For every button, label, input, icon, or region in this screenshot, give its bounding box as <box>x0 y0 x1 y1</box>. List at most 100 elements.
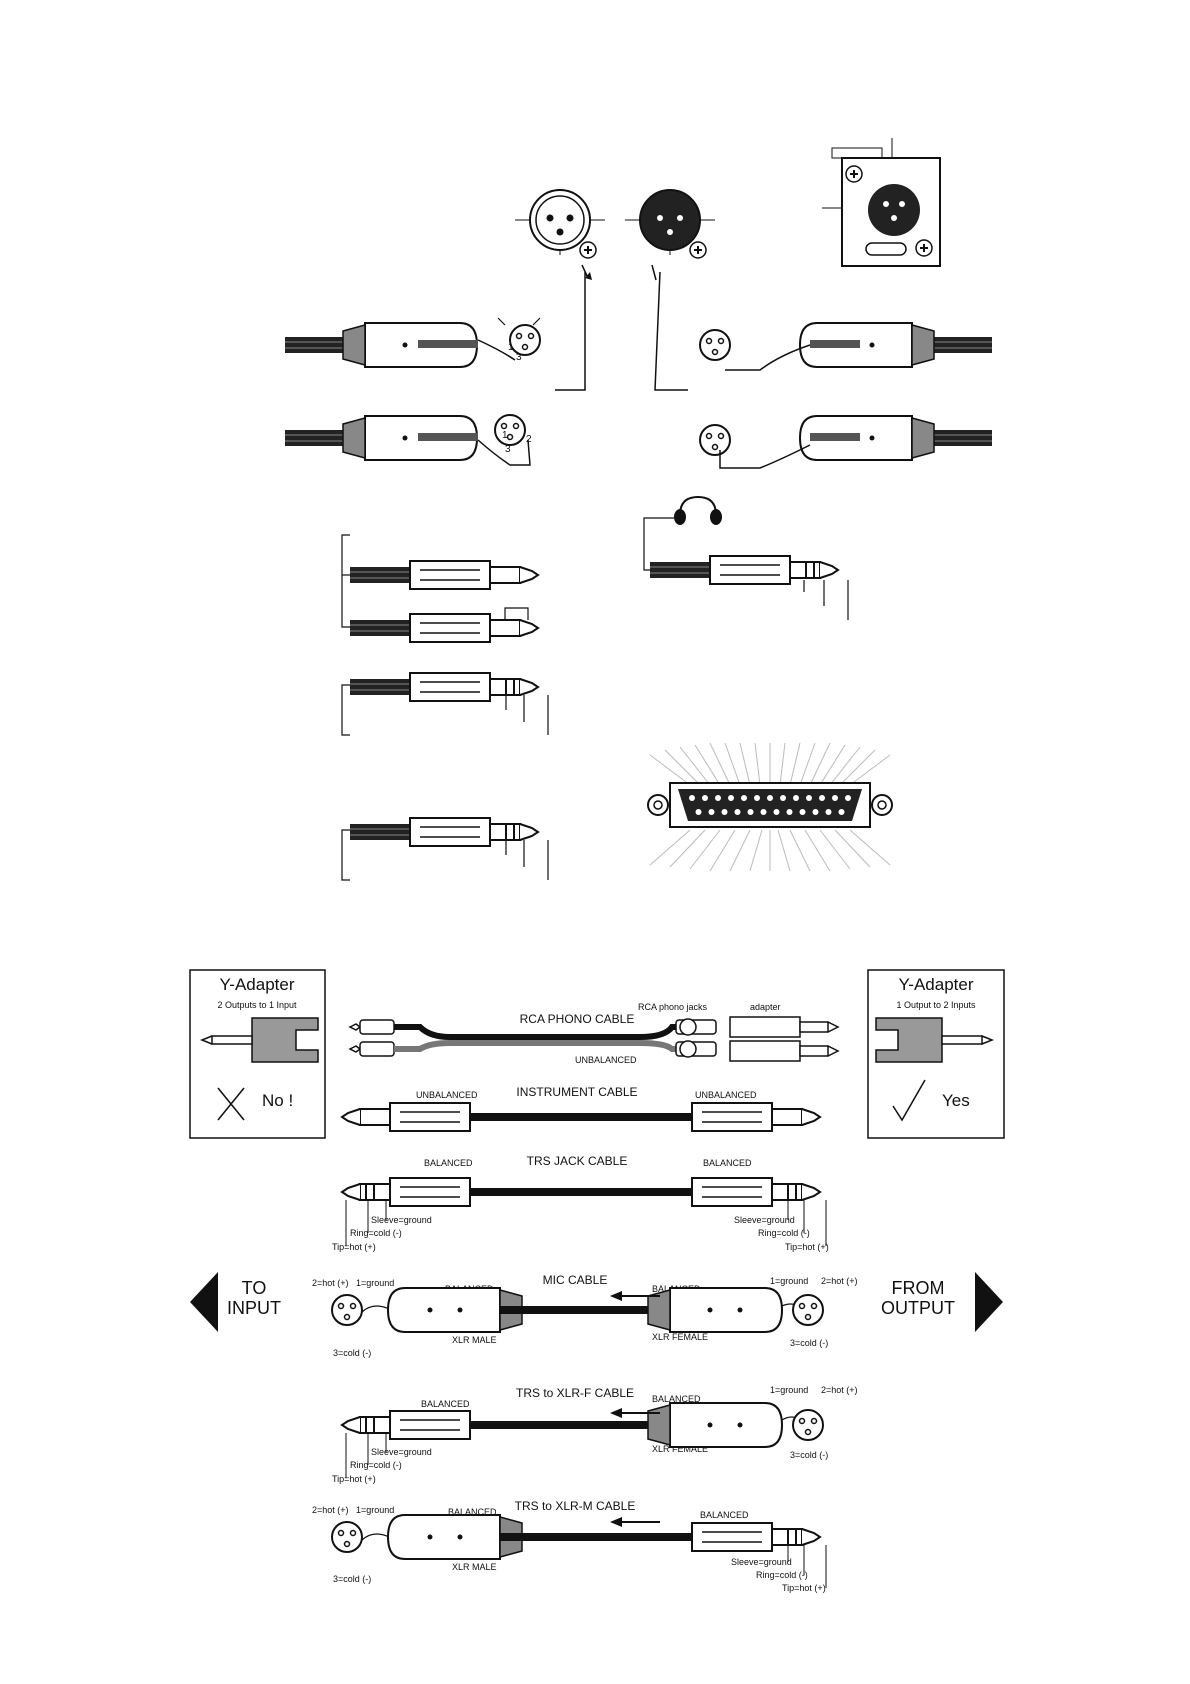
cable-end-label: BALANCED <box>652 1394 701 1404</box>
cable-title: MIC CABLE <box>543 1273 608 1287</box>
to-input-line2: INPUT <box>227 1298 281 1318</box>
tip-label: Tip=hot (+) <box>332 1242 376 1252</box>
pin-number: 1 <box>508 342 514 353</box>
sleeve-label: Sleeve=ground <box>371 1215 432 1225</box>
adapter-label: adapter <box>750 1002 781 1012</box>
dsub-pin <box>786 809 793 815</box>
rca-phono-cable: RCA PHONO CABLE RCA phono jacks adapter … <box>348 1002 840 1065</box>
cable-end-label: UNBALANCED <box>695 1090 757 1100</box>
cross-icon <box>217 1087 245 1121</box>
cable-end-label: BALANCED <box>421 1399 470 1409</box>
sleeve-label: Sleeve=ground <box>371 1447 432 1457</box>
to-input-indicator: TO INPUT <box>190 1272 281 1332</box>
dsub-pin <box>734 809 741 815</box>
pin-number: 1 <box>502 430 508 441</box>
dsub-pin <box>760 809 767 815</box>
pin-number: 3 <box>505 444 511 455</box>
y-adapter-subtitle: 1 Output to 2 Inputs <box>896 1000 976 1010</box>
dsub-pin <box>728 795 734 801</box>
sleeve-label: Sleeve=ground <box>734 1215 795 1225</box>
dsub-pin <box>754 795 760 801</box>
ring-label: Ring=cold (-) <box>350 1460 402 1470</box>
cable-end-label: BALANCED <box>424 1158 473 1168</box>
sleeve-label: Sleeve=ground <box>731 1557 792 1567</box>
dsub-pin <box>741 795 747 801</box>
dsub-pin <box>773 809 780 815</box>
pin2-label: 2=hot (+) <box>821 1385 858 1395</box>
cable-end-label: BALANCED <box>448 1507 497 1517</box>
dsub-pin <box>715 795 721 801</box>
from-output-line1: FROM <box>892 1278 945 1298</box>
dsub-pin <box>845 795 851 801</box>
dsub-pin <box>812 809 819 815</box>
ring-label: Ring=cold (-) <box>758 1228 810 1238</box>
tip-label: Tip=hot (+) <box>785 1242 829 1252</box>
cable-end-label: UNBALANCED <box>416 1090 478 1100</box>
pin2-label: 2=hot (+) <box>312 1505 349 1515</box>
xlr-female-label: XLR FEMALE <box>652 1444 708 1454</box>
dsub-pin <box>747 809 754 815</box>
xlr-cable-left-upper: 1 3 <box>284 317 541 368</box>
dsub-pin <box>780 795 786 801</box>
dsub-pin <box>806 795 812 801</box>
dsub-pin <box>721 809 728 815</box>
pin1-label: 1=ground <box>770 1385 808 1395</box>
to-input-line1: TO <box>242 1278 267 1298</box>
rca-jacks-right <box>675 1018 717 1058</box>
trs-to-xlrf-cable: TRS to XLR-F CABLE BALANCED BALANCED 1=g… <box>332 1385 858 1484</box>
plus-icon <box>689 241 707 259</box>
dsub-pin <box>767 795 773 801</box>
pin2-label: 2=hot (+) <box>312 1278 349 1288</box>
arrow-left-icon <box>610 1408 660 1418</box>
rca-to-jack-adapters <box>729 1016 840 1062</box>
xlr-male-face <box>625 189 715 281</box>
dsub-pin <box>689 795 695 801</box>
mic-cable: MIC CABLE BALANCED BALANCED 2=hot (+) 1=… <box>312 1273 858 1358</box>
xlr-cable-right-lower <box>699 415 993 469</box>
y-adapter-title: Y-Adapter <box>220 975 295 994</box>
instrument-cable: INSTRUMENT CABLE UNBALANCED UNBALANCED <box>341 1085 821 1132</box>
cable-title: RCA PHONO CABLE <box>520 1012 635 1026</box>
y-adapter-icon <box>199 1017 319 1063</box>
tip-label: Tip=hot (+) <box>782 1583 826 1593</box>
y-adapter-verdict: No ! <box>262 1091 293 1110</box>
dsub-pin <box>819 795 825 801</box>
pin3-label: 3=cold (-) <box>333 1348 371 1358</box>
y-adapter-icon <box>875 1017 995 1063</box>
pin3-label: 3=cold (-) <box>790 1338 828 1348</box>
pin1-label: 1=ground <box>356 1278 394 1288</box>
xlr-chassis-jack <box>822 138 941 267</box>
jack-plug-stack <box>341 534 549 881</box>
dsub-pin <box>793 795 799 801</box>
cable-type-label: UNBALANCED <box>575 1055 637 1065</box>
cable-title: TRS to XLR-F CABLE <box>516 1386 634 1400</box>
dsub-pin <box>832 795 838 801</box>
dsub-pin <box>825 809 832 815</box>
xlr-cable-left-lower: 1 2 3 <box>284 414 532 466</box>
y-adapter-left-box: Y-Adapter 2 Outputs to 1 Input No ! <box>189 969 326 1139</box>
rca-jacks-label: RCA phono jacks <box>638 1002 708 1012</box>
arrow-left-icon <box>610 1291 660 1301</box>
xlr-male-label: XLR MALE <box>452 1335 497 1345</box>
pin-number: 3 <box>516 352 522 363</box>
arrow-left-icon <box>610 1517 660 1527</box>
cable-title: TRS to XLR-M CABLE <box>515 1499 636 1513</box>
dsub-pin <box>838 809 845 815</box>
ring-label: Ring=cold (-) <box>756 1570 808 1580</box>
from-output-indicator: FROM OUTPUT <box>881 1272 1003 1332</box>
plus-icon <box>579 241 597 259</box>
headphone-trs-plug <box>643 495 849 620</box>
pin3-label: 3=cold (-) <box>333 1574 371 1584</box>
tip-label: Tip=hot (+) <box>332 1474 376 1484</box>
rca-plug-left <box>348 1019 395 1057</box>
cable-title: INSTRUMENT CABLE <box>516 1085 637 1099</box>
top-connector-section: 1 3 1 2 3 <box>284 138 993 881</box>
dsub25-connector <box>647 742 893 872</box>
y-adapter-verdict: Yes <box>942 1091 970 1110</box>
y-adapter-subtitle: 2 Outputs to 1 Input <box>217 1000 297 1010</box>
checkmark-icon <box>892 1079 926 1122</box>
trs-to-xlrm-cable: TRS to XLR-M CABLE BALANCED BALANCED 2=h… <box>312 1499 827 1593</box>
dsub-pin <box>702 795 708 801</box>
ring-label: Ring=cold (-) <box>350 1228 402 1238</box>
cable-end-label: BALANCED <box>700 1510 749 1520</box>
